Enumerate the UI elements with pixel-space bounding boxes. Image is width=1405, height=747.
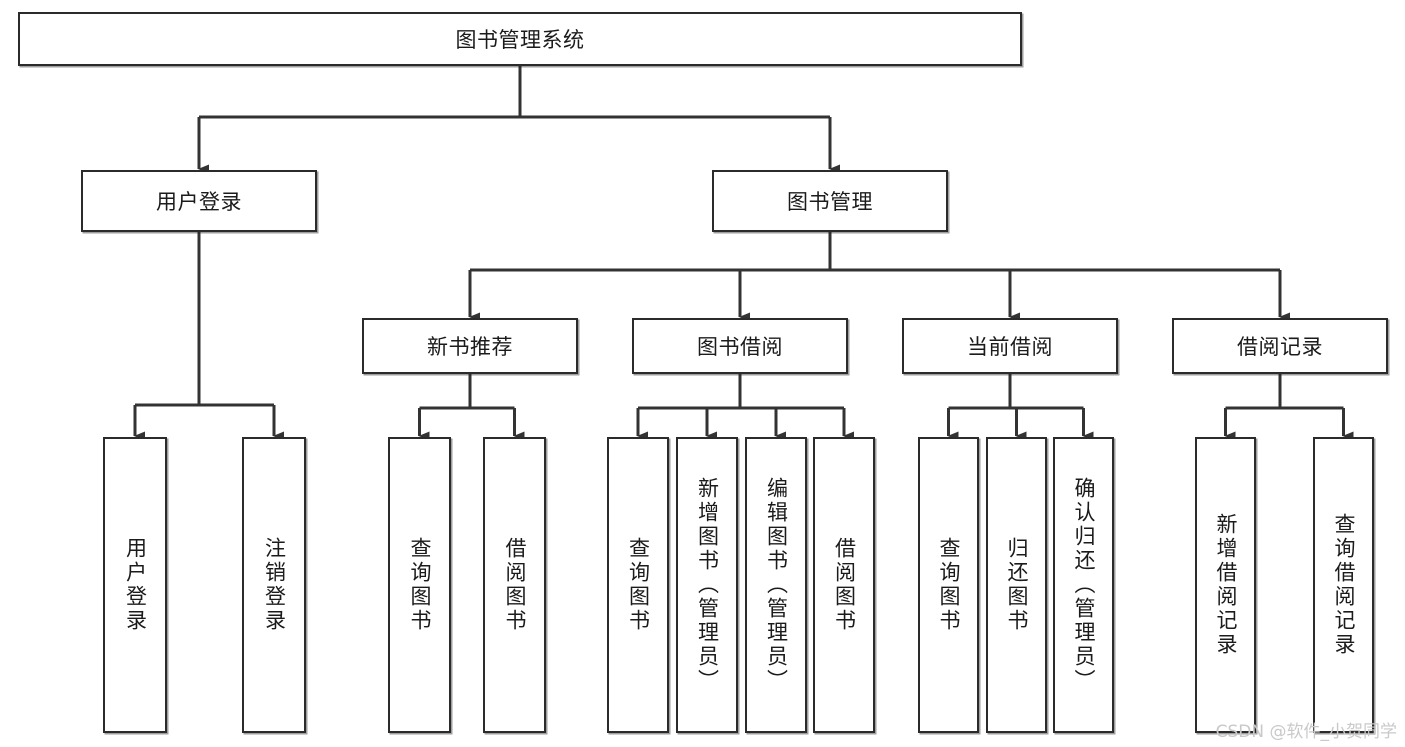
node-leaf-borrow-query[interactable]: 查询图书 <box>607 437 669 733</box>
node-root[interactable]: 图书管理系统 <box>18 12 1022 66</box>
node-leaf-user-login[interactable]: 用户登录 <box>103 437 167 733</box>
node-leaf-newbook-query[interactable]: 查询图书 <box>388 437 451 733</box>
node-leaf-current-return[interactable]: 归还图书 <box>986 437 1047 733</box>
node-leaf-records-query[interactable]: 查询借阅记录 <box>1313 437 1374 733</box>
node-label-leaf-borrow-add: 新增图书（管理员） <box>695 477 720 693</box>
node-label-leaf-user-logout: 注销登录 <box>262 537 287 633</box>
node-leaf-newbook-borrow[interactable]: 借阅图书 <box>483 437 546 733</box>
node-label-current: 当前借阅 <box>967 335 1053 359</box>
node-bookmgmt[interactable]: 图书管理 <box>712 170 948 232</box>
node-label-leaf-newbook-borrow: 借阅图书 <box>503 537 527 633</box>
node-records[interactable]: 借阅记录 <box>1172 318 1388 374</box>
node-borrow[interactable]: 图书借阅 <box>632 318 848 374</box>
node-label-leaf-borrow-edit: 编辑图书（管理员） <box>764 477 789 693</box>
node-label-leaf-current-confirm: 确认归还（管理员） <box>1072 477 1096 693</box>
node-label-records: 借阅记录 <box>1237 335 1323 359</box>
node-leaf-current-confirm[interactable]: 确认归还（管理员） <box>1053 437 1114 733</box>
node-newbook[interactable]: 新书推荐 <box>362 318 578 374</box>
node-label-root: 图书管理系统 <box>455 28 585 52</box>
node-leaf-borrow-add[interactable]: 新增图书（管理员） <box>676 437 738 733</box>
node-current[interactable]: 当前借阅 <box>902 318 1118 374</box>
node-leaf-borrow-edit[interactable]: 编辑图书（管理员） <box>745 437 807 733</box>
node-leaf-borrow-lend[interactable]: 借阅图书 <box>813 437 875 733</box>
connector-group <box>133 66 1354 441</box>
node-label-leaf-records-add: 新增借阅记录 <box>1214 513 1238 657</box>
node-leaf-user-logout[interactable]: 注销登录 <box>242 437 306 733</box>
node-login[interactable]: 用户登录 <box>81 170 317 232</box>
node-label-bookmgmt: 图书管理 <box>787 190 873 214</box>
node-label-borrow: 图书借阅 <box>697 335 783 359</box>
node-label-leaf-current-return: 归还图书 <box>1005 537 1029 633</box>
node-label-newbook: 新书推荐 <box>427 335 513 359</box>
node-label-leaf-user-login: 用户登录 <box>123 537 148 633</box>
node-label-leaf-current-query: 查询图书 <box>937 537 961 633</box>
node-label-leaf-newbook-query: 查询图书 <box>408 537 432 633</box>
node-leaf-records-add[interactable]: 新增借阅记录 <box>1195 437 1256 733</box>
node-label-leaf-borrow-lend: 借阅图书 <box>832 537 857 633</box>
node-label-leaf-records-query: 查询借阅记录 <box>1332 513 1356 657</box>
node-label-leaf-borrow-query: 查询图书 <box>626 537 651 633</box>
node-leaf-current-query[interactable]: 查询图书 <box>918 437 979 733</box>
node-label-login: 用户登录 <box>156 190 242 214</box>
